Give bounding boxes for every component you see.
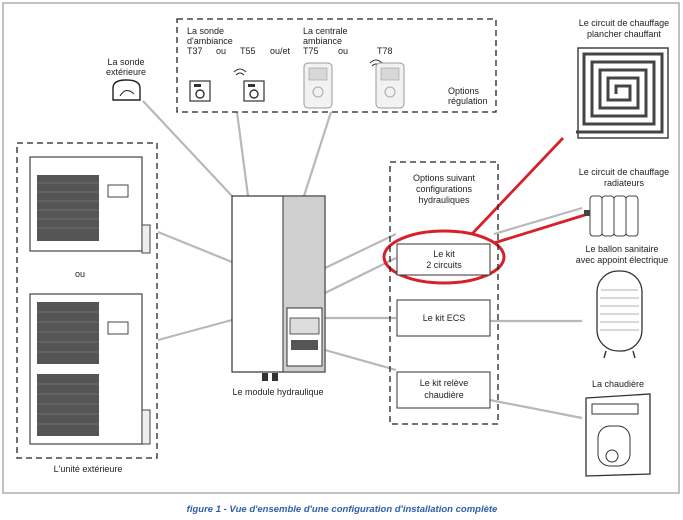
kit-boiler-line1: Le kit relève	[420, 378, 469, 388]
t37-label: T37	[187, 46, 203, 56]
thermostat-t37-icon	[189, 80, 211, 102]
options-hydraulic-box	[389, 161, 499, 425]
dhw-tank-line2: avec appoint électrique	[576, 255, 669, 265]
outdoor-unit-label: L'unité extérieure	[54, 464, 123, 474]
or-label-1: ou	[216, 46, 226, 56]
central-t78-icon	[369, 59, 405, 109]
t75-label: T75	[303, 46, 319, 56]
outdoor-sensor-line1: La sonde	[107, 57, 144, 67]
floor-heating-line1: Le circuit de chauffage	[579, 18, 669, 28]
or-label-2: ou	[338, 46, 348, 56]
room-sensor-line2: d'ambiance	[187, 36, 233, 46]
radiators-line2: radiateurs	[604, 178, 645, 188]
kit-ecs-box	[396, 299, 491, 337]
t55-label: T55	[240, 46, 256, 56]
outdoor-unit-box	[16, 142, 158, 459]
figure-caption: figure 1 - Vue d'ensemble d'une configur…	[187, 504, 498, 515]
kit-2-circuits-line2: 2 circuits	[426, 260, 462, 270]
kit-boiler-box	[396, 371, 491, 409]
boiler-label: La chaudière	[592, 379, 644, 389]
floor-heating-icon	[576, 47, 669, 139]
outdoor-unit-double-fan-icon	[29, 293, 151, 445]
central-t75-icon	[303, 62, 333, 109]
central-line2: ambiance	[303, 36, 342, 46]
hydraulic-module-icon	[231, 195, 326, 381]
options-hydraulic-line1: Options suivant	[413, 173, 476, 183]
room-sensor-line1: La sonde	[187, 26, 224, 36]
dhw-tank-icon	[596, 270, 643, 359]
floor-heating-line2: plancher chauffant	[587, 29, 661, 39]
connectors	[142, 100, 583, 420]
radiators-line1: Le circuit de chauffage	[579, 167, 669, 177]
kit-2-circuits-line1: Le kit	[433, 249, 455, 259]
radiator-icon	[584, 195, 639, 237]
kit-boiler-line2: chaudière	[424, 390, 464, 400]
central-line1: La centrale	[303, 26, 348, 36]
hydraulic-module-label: Le module hydraulique	[232, 387, 323, 397]
options-regulation-line1: Options	[448, 86, 480, 96]
outdoor-sensor-line2: extérieure	[106, 67, 146, 77]
outer-frame	[2, 2, 680, 494]
highlight-kit-2-circuits	[382, 137, 589, 285]
kit-2-circuits-box	[396, 243, 491, 276]
outdoor-unit-single-fan-icon	[29, 156, 151, 254]
options-regulation-line2: régulation	[448, 96, 488, 106]
options-hydraulic-line3: hydrauliques	[418, 195, 470, 205]
thermostat-t55-icon	[233, 68, 265, 102]
options-regulation-box	[176, 18, 497, 113]
t78-label: T78	[377, 46, 393, 56]
outdoor-sensor-icon	[112, 79, 141, 101]
outdoor-unit-or: ou	[75, 269, 85, 279]
or-and-label: ou/et	[270, 46, 291, 56]
kit-ecs-label: Le kit ECS	[423, 313, 466, 323]
boiler-icon	[585, 393, 651, 477]
options-hydraulic-line2: configurations	[416, 184, 473, 194]
dhw-tank-line1: Le ballon sanitaire	[585, 244, 658, 254]
